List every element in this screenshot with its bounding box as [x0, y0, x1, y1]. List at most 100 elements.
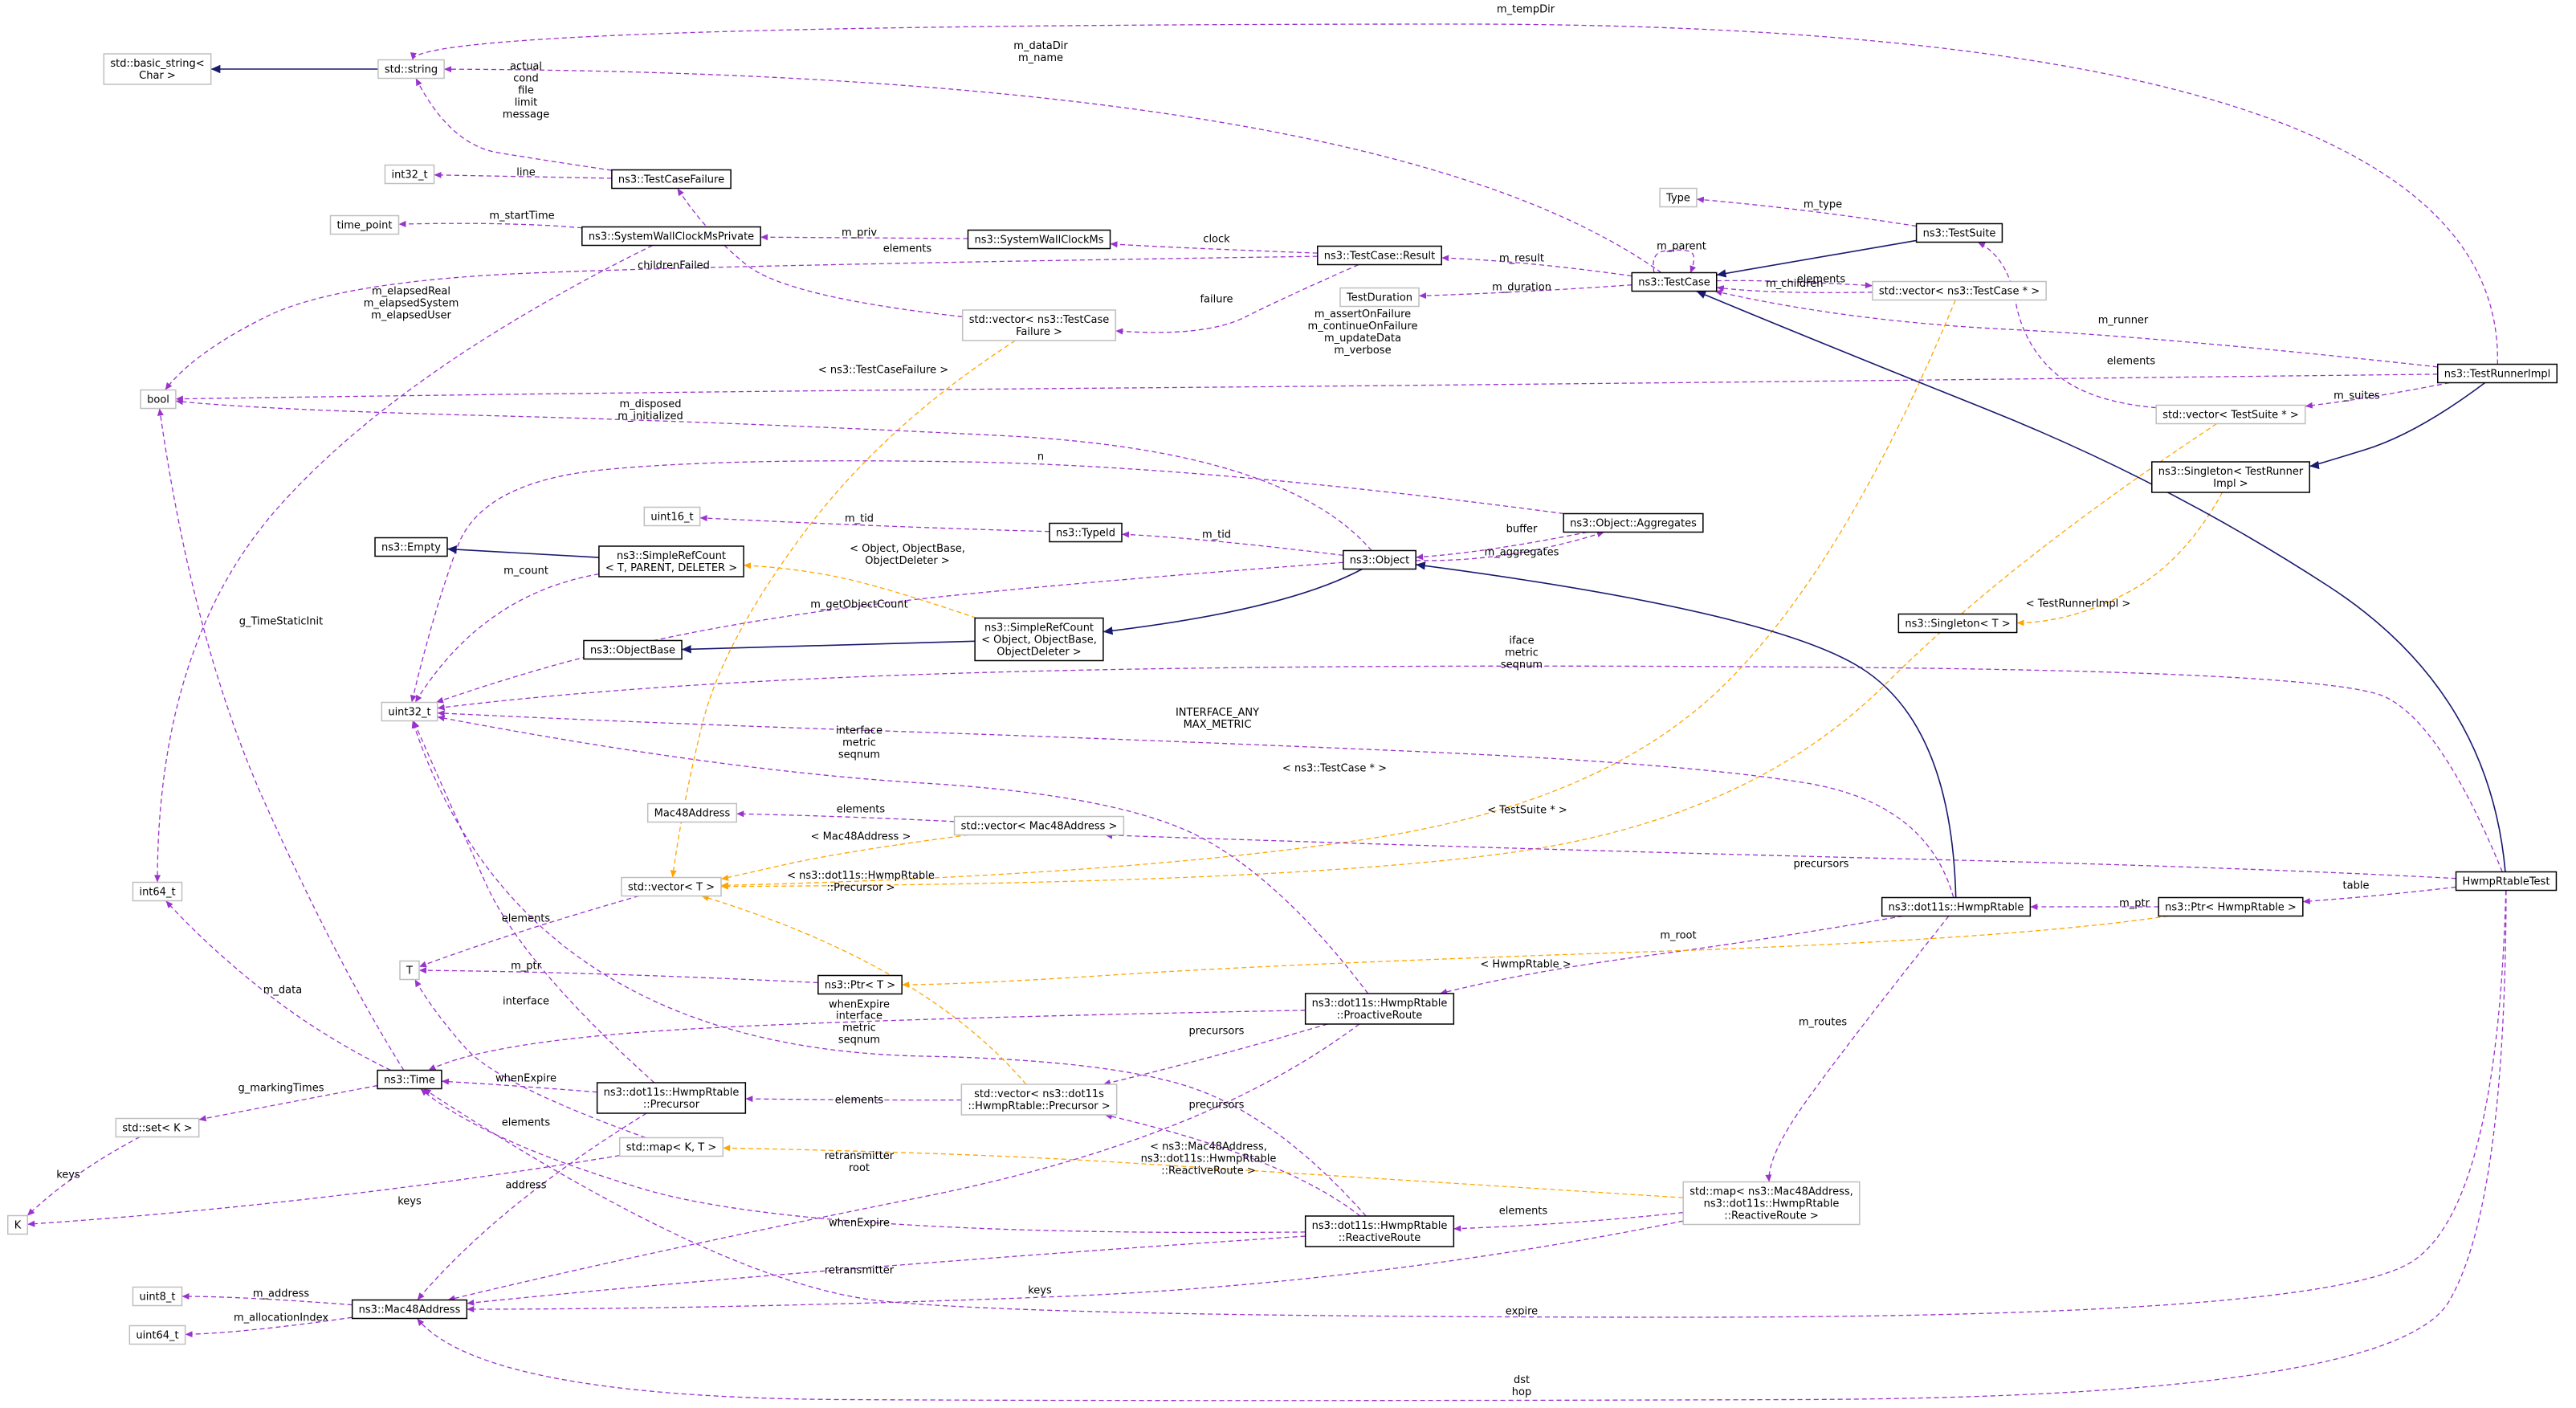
node-box	[960, 1084, 1118, 1116]
node-label: ns3::TestCaseFailure	[618, 174, 724, 186]
node-vector-mac: std::vector< Mac48Address >	[953, 815, 1125, 836]
node-simplerefcount-obj[interactable]: ns3::SimpleRefCount< Object, ObjectBase,…	[974, 617, 1104, 662]
node-label: std::vector< Mac48Address >	[961, 821, 1118, 833]
node-typeid[interactable]: ns3::TypeId	[1049, 522, 1123, 543]
node-label: ns3::ObjectBase	[590, 645, 675, 657]
node-empty[interactable]: ns3::Empty	[374, 537, 448, 557]
edge-object-to-typeid	[1121, 531, 1343, 557]
node-objectbase[interactable]: ns3::ObjectBase	[583, 639, 683, 660]
edge-vector-ts-to-vector-t	[721, 422, 2217, 890]
edge-label-ptr-t-to-t: m_ptr	[511, 961, 542, 973]
node-tcresult[interactable]: ns3::TestCase::Result	[1317, 245, 1442, 266]
edge-label-simplerefcount-t-to-uint32: m_count	[503, 565, 548, 577]
node-label: Char >	[139, 70, 176, 82]
node-testcasefailure[interactable]: ns3::TestCaseFailure	[611, 169, 732, 190]
node-label: std::vector< ns3::dot11s	[974, 1088, 1104, 1100]
node-mac48[interactable]: ns3::Mac48Address	[351, 1299, 468, 1320]
node-ptr-hwmp[interactable]: ns3::Ptr< HwmpRtable >	[2158, 896, 2304, 917]
node-swcms[interactable]: ns3::SystemWallClockMs	[967, 229, 1111, 250]
node-swcprivate[interactable]: ns3::SystemWallClockMsPrivate	[581, 226, 761, 247]
node-box	[399, 960, 420, 981]
edge-label-proactive-to-time: whenExpire	[829, 999, 890, 1011]
node-label: ns3::TestCase	[1638, 277, 1710, 289]
edge-label-precursor-to-mac48: address	[505, 1180, 546, 1192]
node-vector-t: std::vector< T >	[621, 876, 722, 897]
edge-reactive-to-time	[420, 1088, 1306, 1234]
edge-testrunnerimpl-to-bool	[175, 373, 2438, 402]
node-label: std::vector< TestSuite * >	[2162, 410, 2299, 422]
node-label: ns3::Time	[384, 1075, 435, 1087]
node-object[interactable]: ns3::Object	[1343, 549, 1416, 570]
node-aggregates[interactable]: ns3::Object::Aggregates	[1563, 512, 1704, 533]
node-singleton-t[interactable]: ns3::Singleton< T >	[1897, 613, 2018, 634]
node-testsuite[interactable]: ns3::TestSuite	[1915, 222, 2003, 243]
node-label: < T, PARENT, DELETER >	[605, 562, 737, 574]
edge-vector-ts-to-testsuite	[1977, 241, 2157, 409]
node-label: ns3::TypeId	[1056, 528, 1115, 540]
node-hwmptest[interactable]: HwmpRtableTest	[2455, 871, 2558, 892]
edge-label-set-to-k: keys	[56, 1169, 80, 1181]
edge-label-swcms-to-swcprivate: m_priv	[842, 227, 877, 239]
node-box	[961, 309, 1117, 341]
edge-object-to-bool	[175, 398, 1372, 551]
edge-tcresult-to-bool	[165, 255, 1318, 390]
edge-label-testcase-to-testduration: m_duration	[1492, 282, 1551, 294]
node-hwmprtable[interactable]: ns3::dot11s::HwmpRtable	[1881, 896, 2032, 917]
edge-label-testrunnerimpl-to-vector-ts: m_suites	[2333, 390, 2380, 402]
node-testrunnerimpl[interactable]: ns3::TestRunnerImpl	[2436, 363, 2558, 384]
edge-testrunnerimpl-to-singleton-tri	[2309, 382, 2486, 470]
node-simplerefcount-t[interactable]: ns3::SimpleRefCount< T, PARENT, DELETER …	[598, 545, 744, 577]
node-box	[132, 1286, 183, 1307]
edge-set-to-k	[26, 1136, 141, 1216]
edge-map-reactive-to-map-kt	[723, 1145, 1684, 1198]
node-reactive[interactable]: ns3::dot11s::HwmpRtable::ReactiveRoute	[1304, 1215, 1455, 1247]
node-box	[6, 1214, 29, 1235]
edge-testcasefailure-to-int32	[434, 171, 612, 179]
node-label: ns3::TestCase::Result	[1324, 251, 1435, 263]
edge-swcprivate-to-time-point	[398, 220, 582, 229]
edge-proactive-to-vector-prec	[1103, 1023, 1328, 1086]
node-proactive[interactable]: ns3::dot11s::HwmpRtable::ProactiveRoute	[1304, 993, 1455, 1025]
node-singleton-tri[interactable]: ns3::Singleton< TestRunnerImpl >	[2151, 461, 2310, 493]
node-testcase[interactable]: ns3::TestCase	[1631, 271, 1718, 292]
node-box	[967, 229, 1111, 250]
edge-ptr-hwmp-to-ptr-t	[902, 915, 2169, 988]
edge-label-precursor-to-uint32: interface	[503, 996, 549, 1008]
node-time[interactable]: ns3::Time	[377, 1069, 442, 1090]
edge-label-reactive-to-mac48: retransmitter	[825, 1265, 895, 1277]
node-label: ns3::Singleton< T >	[1905, 618, 2010, 631]
edge-label-object-to-typeid: m_tid	[1202, 529, 1231, 541]
edge-label-vector-failure-to-testcasefailure: elements	[883, 243, 932, 255]
node-precursor[interactable]: ns3::dot11s::HwmpRtable::Precursor	[596, 1082, 747, 1114]
node-box	[1343, 549, 1416, 570]
edge-label-map-reactive-to-map-kt: < ns3::Mac48Address,ns3::dot11s::HwmpRta…	[1141, 1141, 1277, 1177]
edge-object-to-simplerefcount-obj	[1103, 568, 1363, 635]
node-label: ::ProactiveRoute	[1337, 1010, 1423, 1022]
edge-hwmptest-to-time	[423, 890, 2507, 1318]
edge-label-vector-tc-to-vector-t: < ns3::TestCase * >	[1282, 763, 1387, 775]
node-box	[1872, 280, 2047, 301]
edge-label-vector-mac-to-vector-t: < Mac48Address >	[811, 831, 911, 843]
edge-map-kt-to-t	[414, 979, 646, 1139]
edge-hwmprtable-to-uint32	[437, 710, 1954, 898]
node-label: Type	[1665, 193, 1690, 205]
edge-label-hwmprtable-to-map-reactive: m_routes	[1799, 1017, 1848, 1029]
node-box	[1317, 245, 1442, 266]
node-label: std::basic_string<	[110, 58, 204, 70]
edge-label-vector-tc-to-testcase: elements	[1797, 274, 1846, 286]
node-label: ns3::dot11s::HwmpRtable	[1312, 1220, 1448, 1232]
edge-label-hwmptest-to-ptr-hwmp: table	[2343, 880, 2370, 892]
edge-label-map-kt-to-k: keys	[397, 1196, 422, 1208]
node-label: Impl >	[2213, 478, 2248, 490]
edge-testcase-to-string	[444, 66, 1662, 274]
edge-hwmptest-to-ptr-hwmp	[2302, 886, 2456, 904]
edge-object-to-uint32	[435, 561, 1343, 704]
node-ptr-t[interactable]: ns3::Ptr< T >	[817, 974, 903, 995]
node-label: ns3::Object	[1350, 555, 1409, 567]
edge-label-testcase-to-tcresult: m_result	[1499, 253, 1544, 265]
